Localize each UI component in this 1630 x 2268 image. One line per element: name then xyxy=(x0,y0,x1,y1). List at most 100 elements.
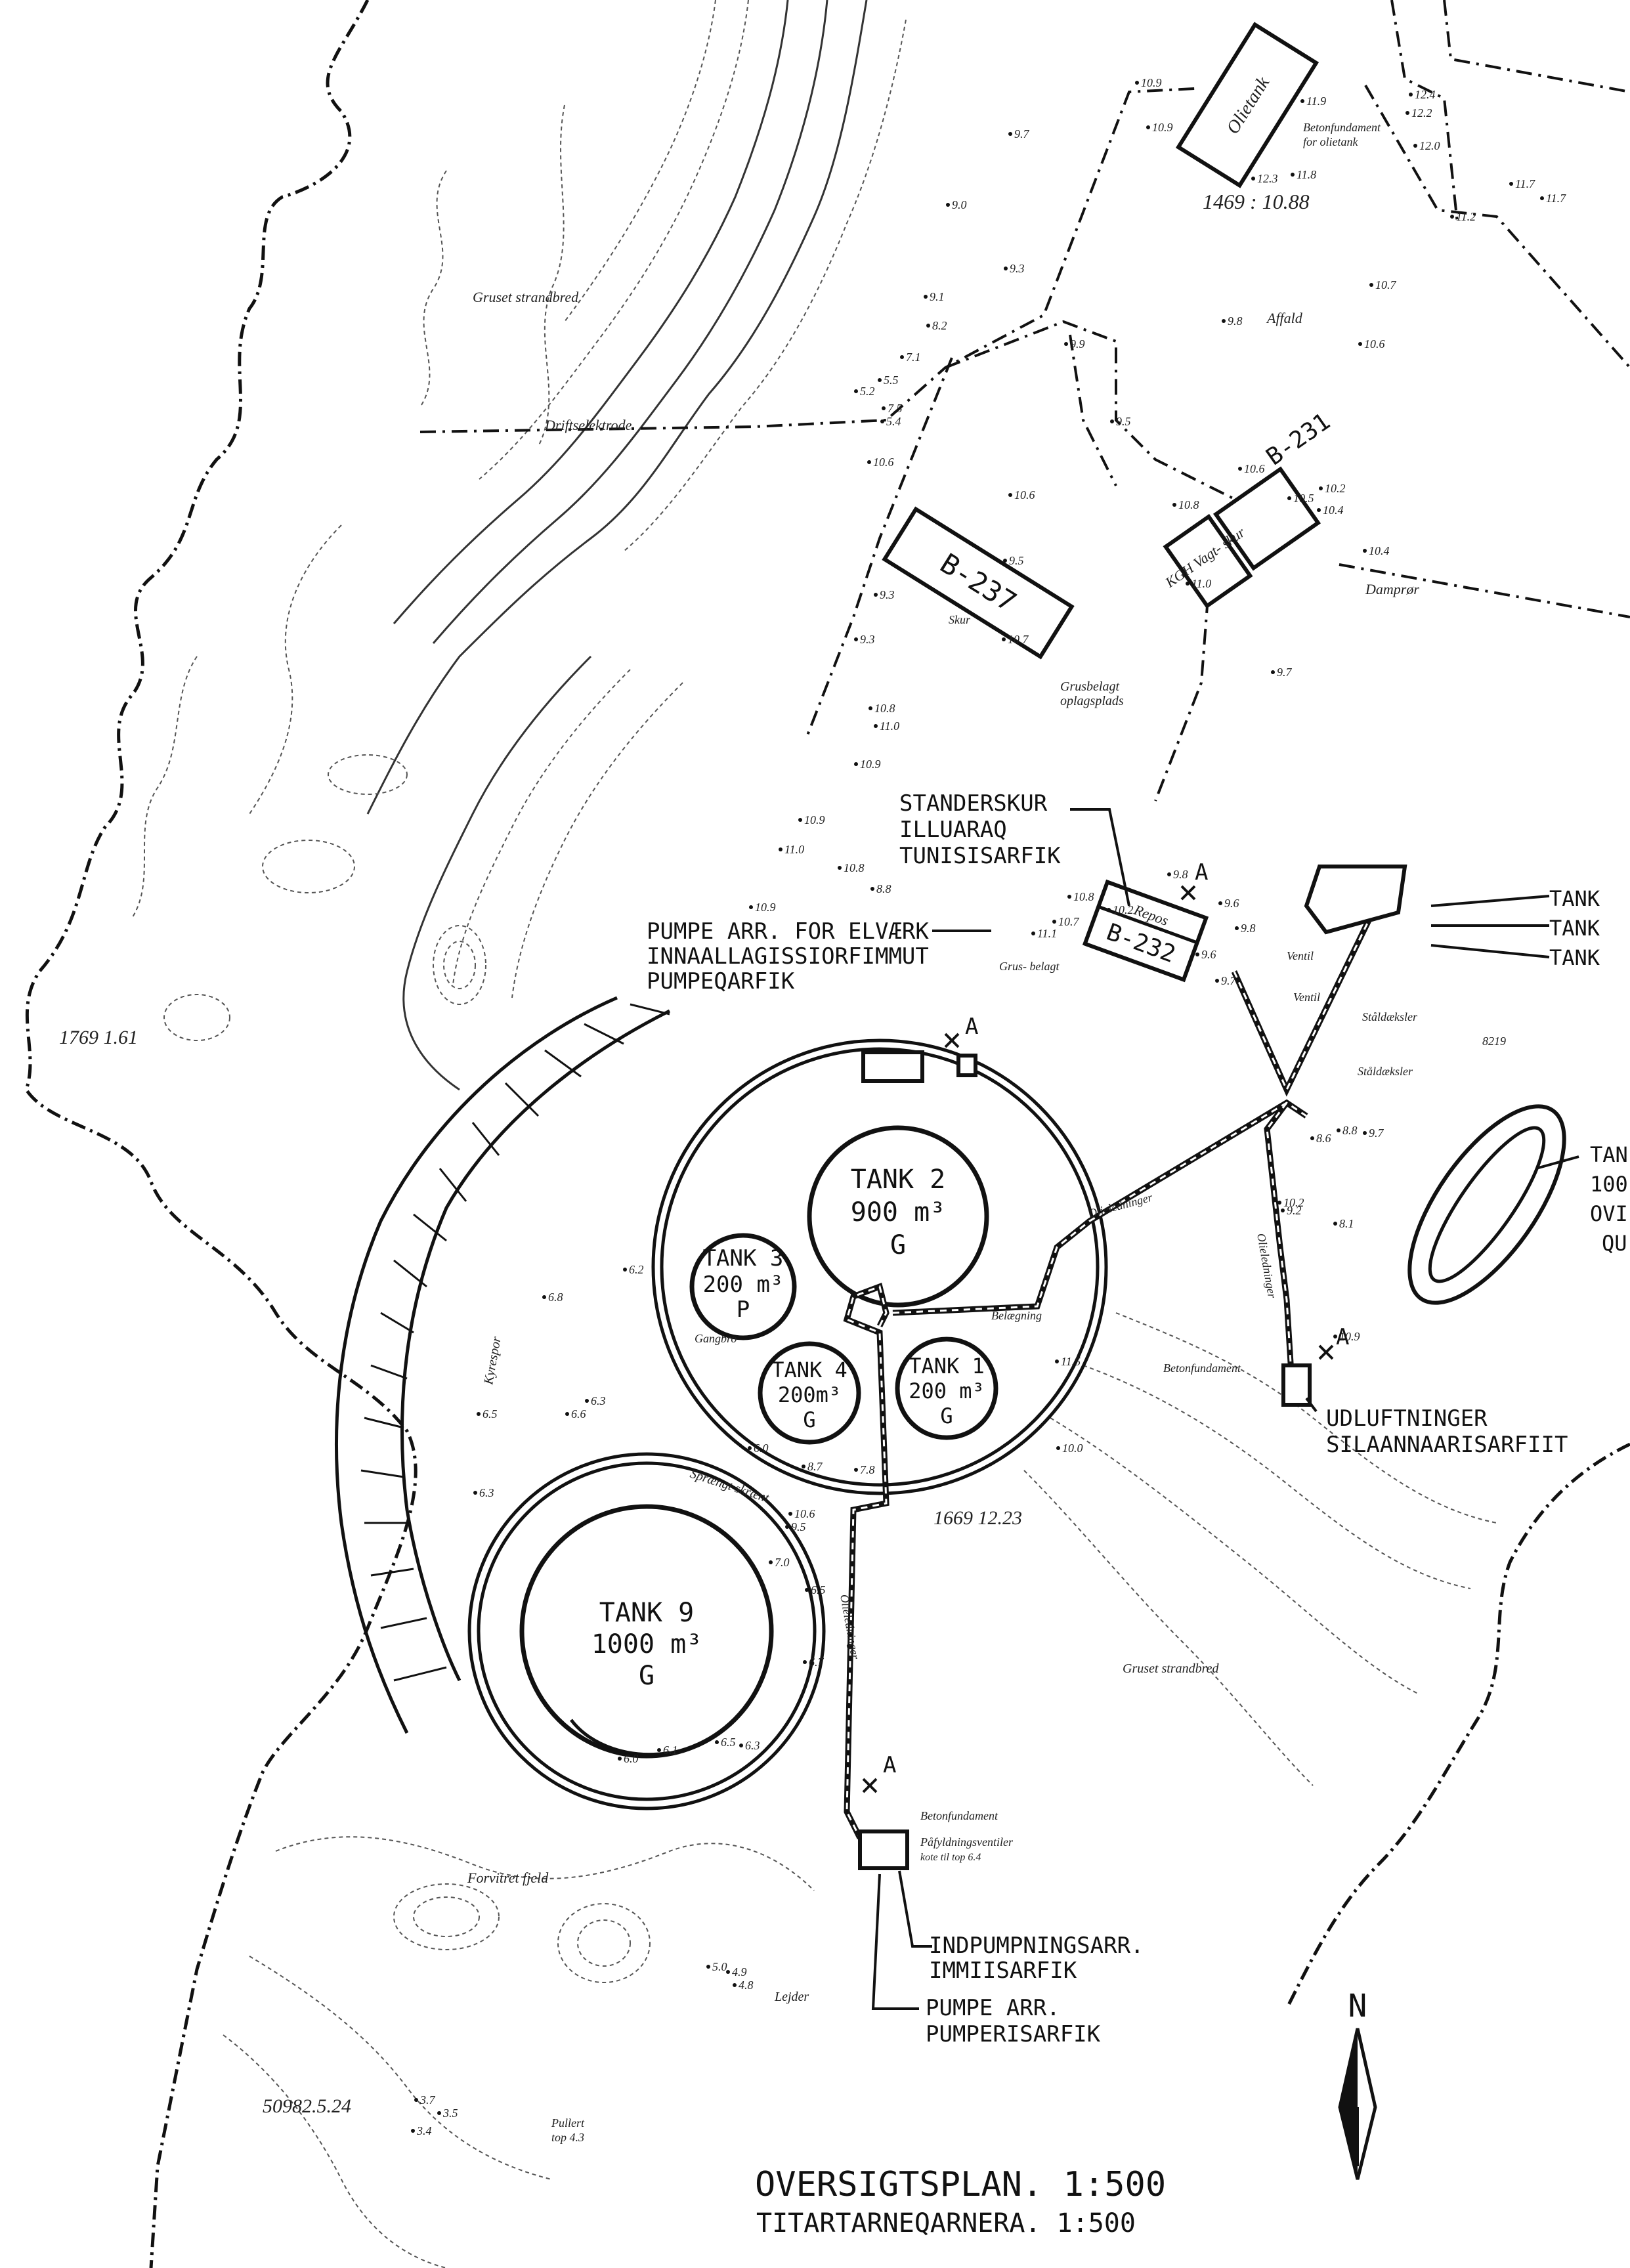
spot-elevation-value: 10.8 xyxy=(874,702,895,715)
tank-2-name: TANK 2 xyxy=(851,1165,946,1195)
tank-1-name: TANK 1 xyxy=(909,1354,985,1379)
spot-elevation-value: 11.0 xyxy=(880,719,899,733)
spot-elevation-value: 6.7 xyxy=(809,1656,825,1669)
spot-elevation-dot xyxy=(1281,1209,1285,1212)
spot-elevation-dot xyxy=(1031,931,1035,935)
spot-elevation-dot xyxy=(1310,1136,1314,1140)
gangbro-label: Gangbro xyxy=(695,1332,737,1345)
spot-elevation-dot xyxy=(1167,872,1171,876)
spot-elevation-dot xyxy=(838,866,842,870)
spot-elevation-value: 9.1 xyxy=(930,290,945,303)
spot-elevation-dot xyxy=(706,1965,710,1969)
betonfundament-olie-1: Betonfundament xyxy=(1303,121,1381,134)
spot-elevation-value: 10.9 xyxy=(1141,76,1162,89)
spot-elevation-value: 12.0 xyxy=(1419,139,1440,152)
pumpe-elvaerk-line-2: INNAALLAGISSIORFIMMUT xyxy=(647,943,929,970)
spot-elevation-value: 10.2 xyxy=(1325,482,1346,495)
spot-elevation-value: 5.2 xyxy=(860,385,875,398)
spot-elevation-value: 7.1 xyxy=(906,351,921,364)
bund-steps xyxy=(861,1050,924,1083)
tank-9-name: TANK 9 xyxy=(599,1598,695,1628)
spot-elevation-dot xyxy=(623,1268,627,1272)
spot-elevation-dot xyxy=(1215,979,1219,983)
building-olietank[interactable]: Olietank xyxy=(1175,22,1319,188)
callout-tank-far-right: TAN 100 OVI QU xyxy=(1590,1142,1628,1256)
tank-right-oval[interactable] xyxy=(1381,1082,1593,1327)
spot-elevation-value: 9.7 xyxy=(1014,127,1030,140)
north-arrow: N xyxy=(1338,1988,1377,2180)
tank-far-right-2: 100 xyxy=(1590,1172,1628,1197)
pumpearr-line-2: PUMPERISARFIK xyxy=(926,2021,1101,2047)
spot-elevation-value: 3.5 xyxy=(442,2107,458,2120)
spot-elevation-value: 11.0 xyxy=(1191,577,1211,590)
spot-elevation-value: 7.5 xyxy=(888,402,903,415)
a-marker-1: A xyxy=(965,1014,978,1040)
damprer-label: Damprør xyxy=(1365,581,1419,597)
spot-elevation-dot xyxy=(477,1412,481,1416)
building-b231[interactable] xyxy=(1212,466,1321,571)
tank-1[interactable]: TANK 1 200 m³ G xyxy=(895,1337,998,1440)
building-b232[interactable]: Repos B-232 xyxy=(1082,879,1209,983)
spot-elevation-value: 6.6 xyxy=(571,1407,586,1421)
spot-elevation-dot xyxy=(1135,81,1139,85)
spot-elevation-value: 11.7 xyxy=(1515,177,1535,190)
spot-elevation-dot xyxy=(1358,342,1362,346)
spot-elevation-value: 9.6 xyxy=(1224,897,1239,910)
tank-3-code: P xyxy=(737,1296,750,1323)
tank-bund-large xyxy=(651,1038,1108,1495)
spot-elevation-value: 10.6 xyxy=(1364,337,1385,351)
spot-elevation-value: 11.2 xyxy=(1456,210,1476,223)
spot-elevation-dot xyxy=(946,203,950,207)
spot-elevation-value: 10.7 xyxy=(1008,633,1029,646)
staldaeksler-label-2: Ståldæksler xyxy=(1358,1065,1413,1078)
spot-elevation-dot xyxy=(878,378,882,382)
spot-elevation-dot xyxy=(1008,493,1012,497)
spot-elevation-dot xyxy=(869,706,872,710)
spot-elevation-value: 9.5 xyxy=(1009,554,1024,567)
forvitret-fjeld-label: Forvitret fjeld xyxy=(467,1870,549,1886)
ventil-structure[interactable] xyxy=(1304,865,1407,935)
spot-elevation-dot xyxy=(803,1660,807,1664)
pumpe-elvaerk-line-3: PUMPEQARFIK xyxy=(647,968,795,995)
spot-elevation-dot xyxy=(769,1560,773,1564)
spot-elevation-value: 10.2 xyxy=(1113,903,1134,916)
udluftning-structure[interactable] xyxy=(1281,1363,1312,1407)
spot-elevation-dot xyxy=(739,1744,743,1747)
spot-elevation-dot xyxy=(1333,1222,1337,1226)
oil-pipelines xyxy=(843,872,1395,1840)
tank-9[interactable]: TANK 9 1000 m³ G xyxy=(519,1504,774,1759)
spot-elevation-dot xyxy=(785,1525,789,1529)
tank-3[interactable]: TANK 3 200 m³ P xyxy=(689,1233,797,1340)
tank-4[interactable]: TANK 4 200m³ G xyxy=(758,1341,861,1445)
grusbelagt-1: Grusbelagt xyxy=(1060,679,1119,694)
spot-elevation-dot xyxy=(411,2129,415,2133)
spot-elevation-value: 7.0 xyxy=(775,1556,790,1569)
spot-elevation-dot xyxy=(414,2098,418,2102)
title-main: OVERSIGTSPLAN. 1:500 xyxy=(755,2165,1166,2204)
pullert-top-label: top 4.3 xyxy=(551,2131,584,2144)
affald-label: Affald xyxy=(1266,310,1303,326)
spot-elevation-dot xyxy=(1540,196,1544,200)
indpumpning-line-2: IMMIISARFIK xyxy=(929,1958,1077,1984)
building-b237[interactable]: B-237 xyxy=(882,506,1075,660)
spot-elevation-value: 10.8 xyxy=(1073,890,1094,903)
spot-elevation-dot xyxy=(1317,508,1321,512)
pullert-label: Pullert xyxy=(551,2116,585,2129)
spot-elevation-value: 6.3 xyxy=(591,1394,606,1407)
indpumpning-structure[interactable] xyxy=(858,1829,909,1870)
tank-2[interactable]: TANK 2 900 m³ G xyxy=(807,1125,989,1308)
olieledninger-label-1: Olieledninger xyxy=(1087,1190,1155,1220)
spot-elevation-dot xyxy=(882,406,886,410)
spot-elevation-value: 6.5 xyxy=(483,1407,498,1421)
spot-elevation-value: 6.5 xyxy=(721,1736,736,1749)
tank-4-code: G xyxy=(803,1407,815,1432)
spot-elevation-dot xyxy=(1004,267,1008,270)
spot-elevation-dot xyxy=(805,1588,809,1592)
spot-elevation-value: 8.8 xyxy=(876,882,891,895)
spot-elevation-dot xyxy=(1056,1446,1060,1450)
spot-elevation-dot xyxy=(779,847,783,851)
spot-elevation-dot xyxy=(1413,144,1417,148)
spot-elevation-value: 6.0 xyxy=(624,1752,639,1765)
spot-elevation-dot xyxy=(657,1748,661,1752)
spot-elevation-value: 6.3 xyxy=(479,1486,494,1499)
